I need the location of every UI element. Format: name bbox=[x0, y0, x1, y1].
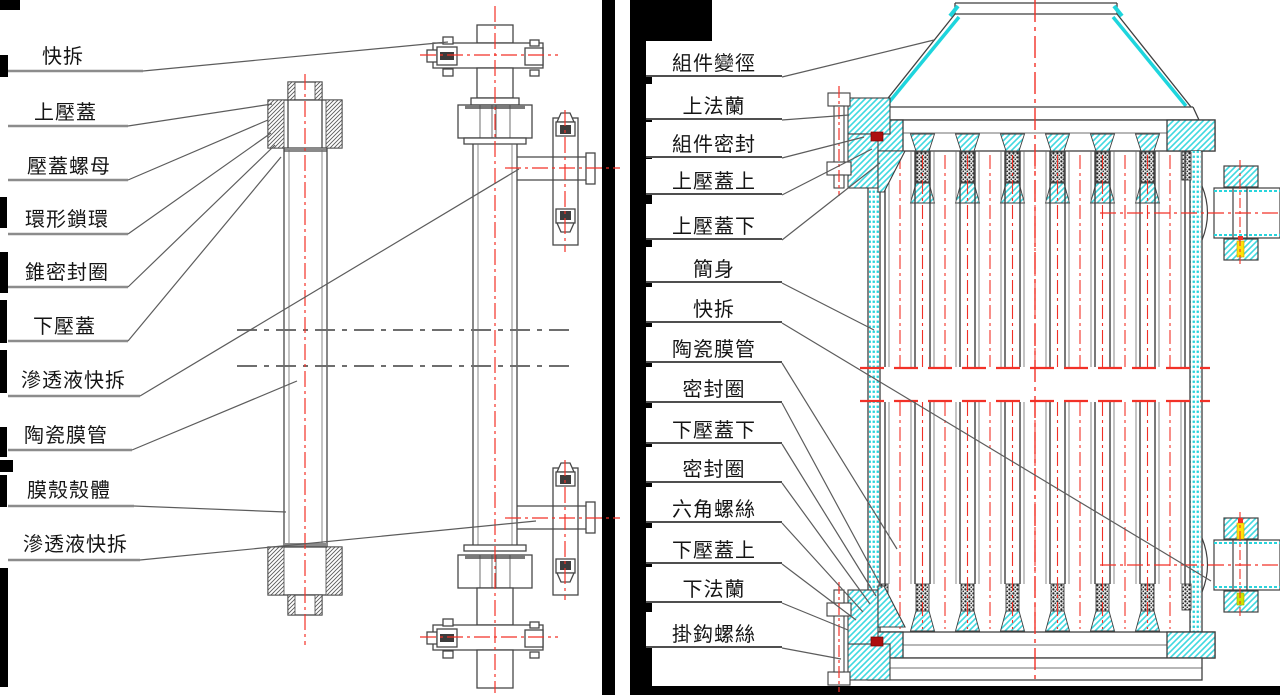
upper-flange-assembly bbox=[826, 86, 906, 196]
upper-side-port bbox=[1100, 160, 1280, 264]
label-upper-gland-bottom: 上壓蓋下 bbox=[646, 204, 782, 240]
edge-artifact bbox=[0, 0, 20, 10]
label-lower-gland-bottom: 下壓蓋下 bbox=[646, 408, 782, 444]
break-lines bbox=[237, 329, 573, 367]
label-permeate-quick-release-top: 滲透液快拆 bbox=[21, 370, 126, 392]
lower-flange-assembly bbox=[826, 582, 906, 692]
label-lower-gland: 下壓蓋 bbox=[33, 316, 96, 338]
label-quick-release-section: 快拆 bbox=[646, 287, 782, 323]
label-ceramic-membrane-tube-section: 陶瓷膜管 bbox=[646, 327, 782, 363]
label-ring-lock: 環形鎖環 bbox=[25, 209, 109, 231]
label-cone-seal: 錐密封圈 bbox=[25, 262, 109, 284]
label-lower-gland-top: 下壓蓋上 bbox=[646, 528, 782, 564]
label-upper-gland: 上壓蓋 bbox=[34, 102, 97, 124]
label-module-seal: 組件密封 bbox=[646, 122, 782, 158]
edge-artifact bbox=[0, 568, 8, 687]
leader-lines-right bbox=[781, 39, 1212, 660]
edge-artifact bbox=[0, 427, 7, 457]
label-quick-release: 快拆 bbox=[42, 46, 84, 68]
tube-centerlines bbox=[899, 155, 1171, 629]
section-break-markers bbox=[860, 366, 1210, 403]
edge-artifact bbox=[0, 300, 7, 343]
label-lower-flange: 下法蘭 bbox=[646, 567, 782, 603]
lower-side-port bbox=[1100, 512, 1280, 616]
label-seal-ring-upper: 密封圈 bbox=[646, 367, 782, 403]
label-gland-nut: 壓蓋螺母 bbox=[27, 156, 111, 178]
label-permeate-quick-release-bottom: 滲透液快拆 bbox=[23, 534, 128, 556]
tube-seals bbox=[909, 133, 1161, 632]
label-shell-body: 簡身 bbox=[646, 247, 782, 283]
cross-section-shell bbox=[854, 2, 1216, 681]
membrane-module-side-view bbox=[426, 24, 596, 689]
label-module-reducer: 組件變徑 bbox=[646, 41, 782, 77]
edge-artifact bbox=[0, 197, 7, 228]
label-hook-screw: 掛鈎螺絲 bbox=[646, 612, 782, 648]
panel-divider-strip bbox=[602, 0, 615, 695]
bottom-band-artifact bbox=[630, 686, 1280, 695]
label-ceramic-membrane-tube: 陶瓷膜管 bbox=[24, 425, 108, 447]
top-block-artifact bbox=[652, 0, 712, 44]
edge-artifact bbox=[0, 252, 8, 293]
edge-artifact bbox=[0, 475, 7, 507]
edge-artifact bbox=[0, 350, 7, 393]
label-upper-flange: 上法蘭 bbox=[646, 84, 782, 120]
label-upper-gland-top: 上壓蓋上 bbox=[646, 159, 782, 195]
edge-artifact bbox=[0, 55, 8, 77]
label-seal-ring-lower: 密封圈 bbox=[646, 447, 782, 483]
label-membrane-shell-body: 膜殼殼體 bbox=[27, 480, 111, 502]
membrane-module-front-view bbox=[267, 81, 343, 616]
ceramic-membrane-tubes bbox=[884, 151, 1186, 584]
label-hex-screw: 六角螺絲 bbox=[646, 487, 782, 523]
centerlines-left bbox=[304, 6, 620, 693]
edge-artifact bbox=[0, 460, 13, 472]
